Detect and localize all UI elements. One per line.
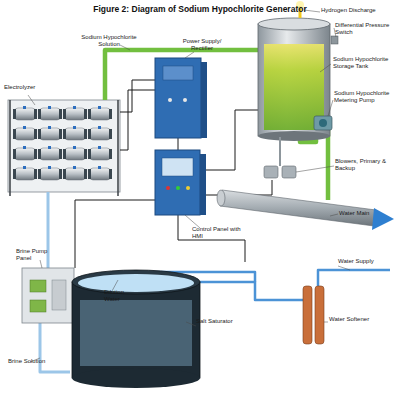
brine-pump-panel	[22, 268, 74, 323]
water-main	[217, 190, 394, 230]
callout-label: Sodium Hypochlorite Metering Pump	[334, 90, 392, 104]
wire	[200, 110, 258, 170]
pipe	[40, 323, 70, 372]
pipe	[326, 130, 331, 200]
control-panel	[155, 150, 206, 215]
pipe	[318, 270, 390, 286]
callout-label: Brine Pump Panel	[16, 248, 60, 262]
wire	[75, 200, 155, 268]
storage-tank	[258, 1, 338, 141]
blowers	[264, 137, 296, 178]
callout-label: Sodium Hypochlorite Storage Tank	[333, 56, 391, 70]
wire	[120, 90, 155, 150]
electrolyzer	[8, 100, 120, 196]
pressure-switch	[331, 36, 338, 44]
callout-label: Electrolyzer	[4, 84, 54, 91]
metering-pump	[314, 116, 332, 130]
callout-label: Differential Pressure Switch	[335, 22, 393, 36]
electrolyzer-frame	[8, 100, 120, 192]
callout-label: Hydrogen Discharge	[321, 7, 381, 14]
frame-post	[117, 100, 119, 196]
callout-label: Sodium Hypochlorite Solution	[80, 34, 138, 48]
wire	[178, 138, 179, 150]
callout-label: Dilution Water	[104, 289, 136, 303]
wire	[120, 80, 155, 112]
pipe	[47, 192, 50, 268]
leader-lines	[28, 10, 350, 362]
callout-label: Control Panel with HMI	[192, 226, 242, 240]
water-softener	[303, 286, 324, 344]
frame-post	[9, 100, 11, 196]
callout-label: Blowers, Primary & Backup	[335, 158, 393, 172]
salt-saturator	[72, 270, 200, 388]
pipe	[200, 282, 305, 300]
wire	[178, 215, 245, 262]
callout-label: Salt Saturator	[196, 318, 236, 325]
callout-label: Water Main	[339, 210, 389, 217]
callout-label: Water Softener	[329, 316, 379, 323]
callout-label: Brine Solution	[8, 358, 48, 365]
callout-label: Power Supply/ Rectifier	[180, 38, 224, 52]
callout-label: Water Supply	[338, 258, 388, 265]
rectifier-cabinet	[155, 58, 207, 138]
flow-arrow	[372, 208, 394, 230]
